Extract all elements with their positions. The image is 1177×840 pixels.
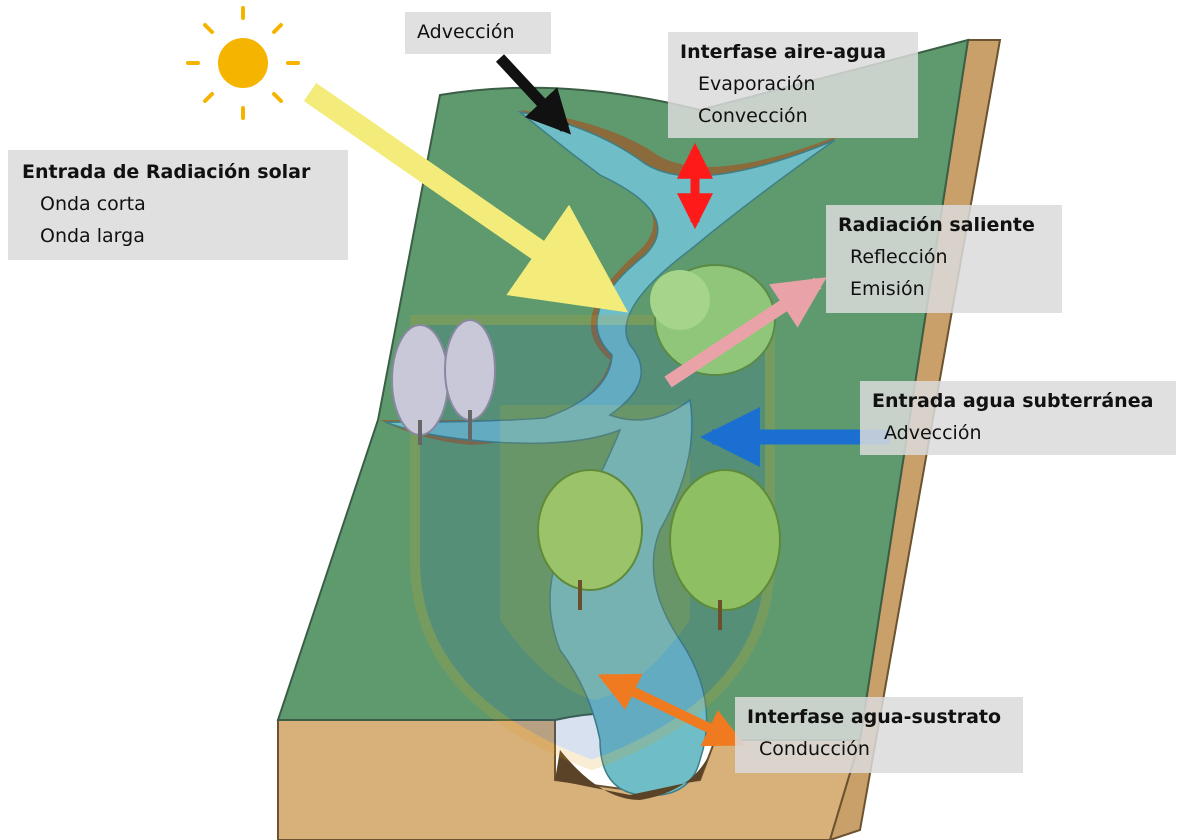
solar-radiation-item-short: Onda corta bbox=[22, 188, 334, 220]
water-substrate-item-conduction: Conducción bbox=[747, 733, 1011, 765]
advection-top-title: Advección bbox=[417, 16, 539, 48]
outgoing-item-emission: Emisión bbox=[838, 273, 1050, 305]
outgoing-item-reflection: Reflección bbox=[838, 241, 1050, 273]
solar-radiation-label: Entrada de Radiación solar Onda corta On… bbox=[8, 150, 348, 260]
solar-radiation-title: Entrada de Radiación solar bbox=[22, 156, 334, 188]
air-water-item-evaporation: Evaporación bbox=[680, 68, 906, 100]
solar-radiation-item-long: Onda larga bbox=[22, 220, 334, 252]
water-substrate-title: Interfase agua-sustrato bbox=[747, 701, 1011, 733]
air-water-interface-title: Interfase aire-agua bbox=[680, 36, 906, 68]
air-water-interface-label: Interfase aire-agua Evaporación Convecci… bbox=[668, 32, 918, 138]
groundwater-item-advection: Advección bbox=[872, 417, 1164, 449]
water-substrate-interface-label: Interfase agua-sustrato Conducción bbox=[735, 697, 1023, 773]
outgoing-radiation-label: Radiación saliente Reflección Emisión bbox=[826, 205, 1062, 313]
sun-icon bbox=[188, 8, 298, 118]
advection-top-label: Advección bbox=[405, 12, 551, 54]
groundwater-inflow-title: Entrada agua subterránea bbox=[872, 385, 1164, 417]
groundwater-inflow-label: Entrada agua subterránea Advección bbox=[860, 381, 1176, 455]
air-water-item-convection: Convección bbox=[680, 100, 906, 132]
outgoing-radiation-title: Radiación saliente bbox=[838, 209, 1050, 241]
